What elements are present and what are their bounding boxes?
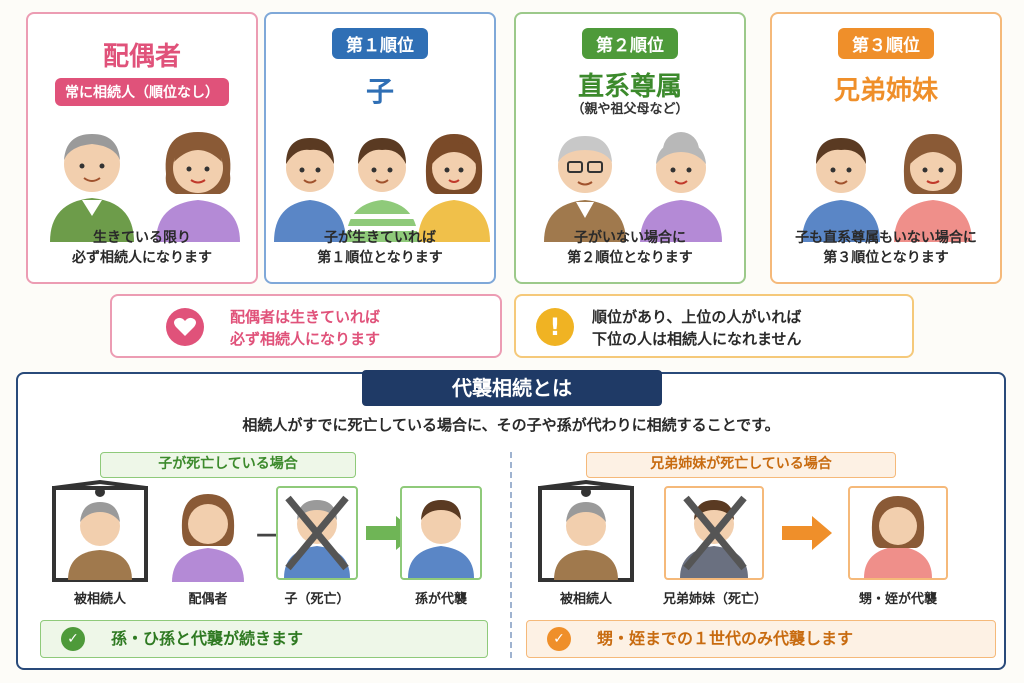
siblings-people — [772, 124, 1000, 242]
spouse-note-text: 配偶者は生きていれば 必ず相続人になります — [230, 308, 381, 348]
spouse-title: 配偶者 — [102, 42, 181, 72]
first-rank-card: 第１順位 子 子が生きていれば 第１順位となります — [264, 12, 496, 284]
brother-icon — [802, 138, 880, 242]
daishu-title: 代襲相続とは — [362, 370, 662, 406]
left-label-child: 子（死亡） — [284, 592, 350, 607]
second-rank-subtitle: （親や祖父母など） — [571, 102, 689, 117]
left-case-title: 子が死亡している場合 — [100, 452, 356, 478]
right-label-nephew-niece: 甥・姪が代襲 — [858, 592, 937, 607]
section-divider — [510, 452, 512, 658]
son-striped-icon — [346, 138, 418, 242]
children-people — [266, 124, 494, 242]
deceased-sibling-icon — [680, 495, 748, 578]
right-label-sibling: 兄弟姉妹（死亡） — [662, 592, 767, 607]
deceased-frame-icon — [538, 480, 634, 582]
third-rank-badge: 第３順位 — [838, 28, 934, 59]
nephew-niece-frame — [848, 486, 948, 580]
relation-dash: — — [256, 522, 278, 547]
daishu-subtitle: 相続人がすでに死亡している場合に、その子や孫が代わりに相続することです。 — [242, 416, 780, 434]
rank-note: ! 順位があり、上位の人がいれば 下位の人は相続人になれません — [514, 294, 914, 358]
left-label-deceased: 被相続人 — [73, 592, 126, 607]
sister-icon — [894, 134, 972, 242]
third-rank-title: 兄弟姉妹 — [833, 76, 938, 106]
first-rank-badge: 第１順位 — [332, 28, 428, 59]
heart-icon — [166, 308, 204, 346]
first-rank-title: 子 — [365, 75, 394, 108]
spouse-people — [28, 124, 256, 242]
daughter-icon — [418, 134, 490, 242]
grandchild-icon — [408, 500, 474, 578]
spouse-note: 配偶者は生きていれば 必ず相続人になります — [110, 294, 502, 358]
deceased-child-icon — [284, 495, 350, 578]
spouse-figure-icon — [172, 494, 244, 582]
third-rank-description: 子も直系尊属もいない場合に 第３順位となります — [795, 230, 977, 266]
son-icon — [274, 138, 346, 242]
elderly-woman-icon — [156, 132, 240, 242]
elderly-man-icon — [50, 134, 134, 242]
exclamation-icon: ! — [536, 308, 574, 346]
right-case-title: 兄弟姉妹が死亡している場合 — [586, 452, 896, 478]
deceased-frame-icon — [52, 480, 148, 582]
deceased-child-frame — [276, 486, 358, 580]
second-rank-card: 第２順位 直系尊属 （親や祖父母など） 子がいない場合に 第２順位となります — [514, 12, 746, 284]
deceased-sibling-frame — [664, 486, 764, 580]
second-rank-description: 子がいない場合に 第２順位となります — [567, 230, 693, 266]
rank-note-text: 順位があり、上位の人がいれば 下位の人は相続人になれません — [592, 308, 802, 348]
grandmother-icon — [640, 132, 722, 242]
second-rank-title: 直系尊属 — [577, 72, 682, 102]
third-rank-card: 第３順位 兄弟姉妹 子も直系尊属もいない場合に 第３順位となります — [770, 12, 1002, 284]
check-icon: ✓ — [547, 627, 571, 651]
left-label-grandchild: 孫が代襲 — [414, 592, 467, 607]
right-result: ✓ 甥・姪までの１世代のみ代襲します — [526, 620, 996, 658]
first-rank-description: 子が生きていれば 第１順位となります — [317, 230, 443, 266]
right-label-deceased: 被相続人 — [559, 592, 612, 607]
grandchild-frame — [400, 486, 482, 580]
right-arrow-icon — [782, 516, 832, 550]
left-result: ✓ 孫・ひ孫と代襲が続きます — [40, 620, 488, 658]
left-label-spouse: 配偶者 — [188, 592, 228, 607]
parents-people — [516, 124, 744, 242]
niece-icon — [864, 496, 932, 578]
daishu-section: 代襲相続とは 相続人がすでに死亡している場合に、その子や孫が代わりに相続すること… — [16, 370, 1006, 670]
spouse-card: 配偶者 常に相続人（順位なし） 生きている限り 必ず相続人になります — [26, 12, 258, 284]
spouse-description: 生きている限り 必ず相続人になります — [72, 230, 212, 266]
spouse-badge: 常に相続人（順位なし） — [55, 78, 229, 106]
check-icon: ✓ — [61, 627, 85, 651]
second-rank-badge: 第２順位 — [582, 28, 678, 59]
grandfather-icon — [544, 136, 626, 242]
